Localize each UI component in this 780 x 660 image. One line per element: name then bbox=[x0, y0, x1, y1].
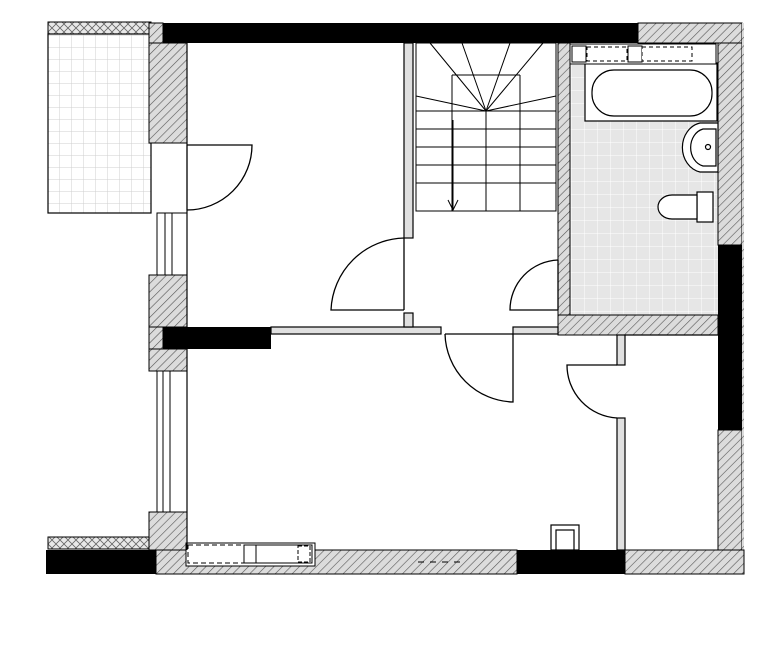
door-swing bbox=[186, 144, 618, 419]
stair-flight bbox=[415, 42, 557, 212]
terrace-edge-bottom bbox=[47, 536, 152, 550]
window-opening bbox=[156, 212, 188, 513]
room-outlines bbox=[186, 43, 718, 550]
radiator-icon bbox=[569, 43, 717, 65]
bathtub-icon bbox=[584, 62, 718, 122]
terrace-tiles bbox=[47, 21, 152, 214]
radiator-icon bbox=[185, 542, 316, 567]
chimney-flue-icon bbox=[550, 524, 580, 551]
washbasin-icon bbox=[681, 122, 719, 173]
solid-walls bbox=[46, 23, 742, 574]
toilet-icon bbox=[657, 191, 714, 223]
interior-partitions bbox=[270, 42, 626, 551]
